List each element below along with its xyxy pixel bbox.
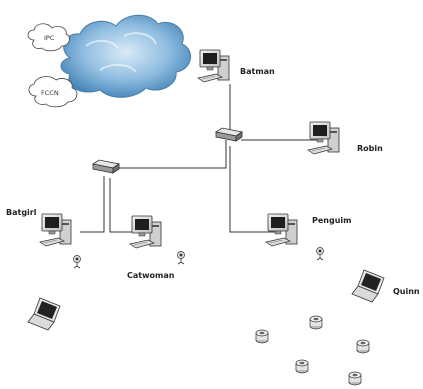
desktop-computer-icon bbox=[39, 213, 72, 247]
node-label-catwoman: Catwoman bbox=[127, 271, 175, 280]
internet-cloud bbox=[60, 14, 191, 98]
thin-client-icon bbox=[309, 315, 323, 330]
laptop-icon bbox=[351, 269, 385, 303]
node-catwoman[interactable]: Catwoman bbox=[127, 215, 185, 280]
cloud-fccn-label: FCCN bbox=[41, 89, 59, 97]
desktop-computer-icon bbox=[307, 121, 340, 155]
node-quinn[interactable]: Quinn bbox=[351, 269, 420, 303]
webcam-icon bbox=[73, 255, 81, 269]
node-label-batgirl: Batgirl bbox=[6, 208, 37, 217]
thin-client-group bbox=[255, 315, 370, 386]
switch-core-icon bbox=[215, 127, 243, 142]
node-label-penguim: Penguim bbox=[312, 216, 351, 225]
cloud-ipc-label: IPC bbox=[44, 34, 55, 42]
link-switch-batgirl bbox=[80, 176, 105, 233]
thin-client-icon bbox=[295, 359, 309, 374]
link-switch-catwoman bbox=[109, 178, 140, 233]
desktop-computer-icon bbox=[197, 49, 230, 83]
node-robin[interactable]: Robin bbox=[307, 121, 383, 155]
connection-lines bbox=[80, 84, 322, 233]
laptop-unlabeled[interactable] bbox=[27, 297, 61, 331]
node-batgirl[interactable]: Batgirl bbox=[6, 208, 81, 269]
cloud-fccn: FCCN bbox=[28, 76, 78, 108]
webcam-icon bbox=[316, 247, 324, 261]
cloud-ipc: IPC bbox=[27, 23, 70, 52]
switch-edge-icon bbox=[92, 159, 120, 174]
node-penguim[interactable]: Penguim bbox=[265, 213, 351, 261]
link-switch-penguim bbox=[229, 146, 276, 233]
thin-client-icon bbox=[356, 339, 370, 354]
desktop-computer-icon bbox=[265, 213, 298, 247]
desktop-computer-icon bbox=[129, 215, 162, 249]
laptop-icon bbox=[27, 297, 61, 331]
node-label-batman: Batman bbox=[240, 67, 275, 76]
link-switch-switch bbox=[116, 140, 227, 169]
node-label-quinn: Quinn bbox=[393, 287, 420, 296]
webcam-icon bbox=[177, 251, 185, 265]
thin-client-icon bbox=[255, 329, 269, 344]
node-batman[interactable]: Batman bbox=[197, 49, 275, 83]
thin-client-icon bbox=[348, 371, 362, 386]
node-label-robin: Robin bbox=[357, 144, 383, 153]
